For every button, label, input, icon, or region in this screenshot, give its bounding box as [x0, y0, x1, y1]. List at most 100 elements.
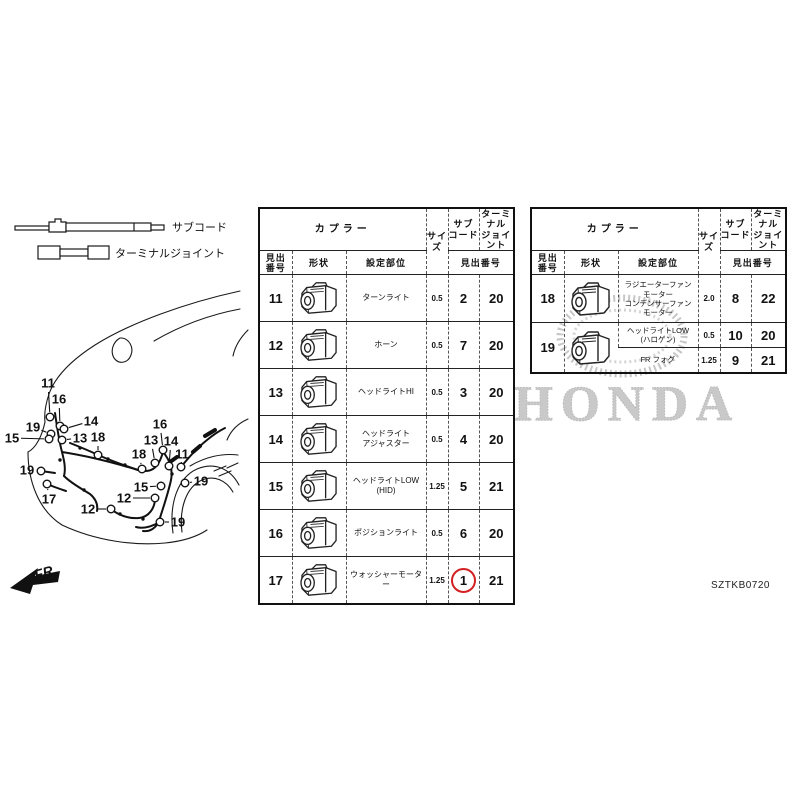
table-row: 16 ポジションライト 0.5 6 20 [259, 509, 515, 557]
connector-point [155, 517, 165, 527]
callout-leader-line [68, 423, 83, 429]
header-ref-no: 見出番号 [719, 250, 787, 275]
callout-number: 13 [144, 433, 158, 448]
connector-point [150, 458, 160, 468]
terminal-joint-no: 20 [478, 274, 515, 322]
header-sub-cord: サブ コード [447, 207, 480, 251]
header-location: 設定部位 [617, 250, 699, 275]
sub-cord-no: 4 [447, 415, 480, 463]
callout-leader-line [47, 391, 51, 413]
terminal-joint-no: 21 [750, 347, 787, 373]
terminal-joint-no: 21 [478, 556, 515, 604]
header-coupler: カプラー [531, 207, 699, 251]
part-name: ウォッシャーモーター [345, 556, 427, 604]
document-code: SZTKB0720 [711, 580, 770, 591]
index-no: 13 [259, 368, 292, 416]
part-name: ヘッドライトLOW (ハロゲン) [617, 322, 699, 348]
table-row: FR フォグ 1.25 9 21 [531, 347, 787, 373]
connector-point [156, 481, 166, 491]
sub-cord-label: サブコード [172, 220, 227, 234]
wire-size: 0.5 [697, 322, 721, 348]
part-name: ヘッドライトHI [345, 368, 427, 416]
header-size: サイズ [697, 207, 721, 275]
callout-leader-line [168, 449, 171, 462]
terminal-joint-no: 21 [478, 462, 515, 510]
part-name: ホーン [345, 321, 427, 369]
connector-icon [291, 368, 346, 416]
terminal-joint-no: 22 [750, 274, 787, 323]
sub-cord-no: 3 [447, 368, 480, 416]
sub-cord-no: 8 [719, 274, 752, 323]
fr-direction-arrow-icon: FR. [10, 561, 60, 594]
index-no: 19 [531, 322, 564, 373]
connector-icon [563, 322, 618, 373]
connector-point [158, 445, 168, 455]
table-row: 19 ヘッドライトLOW (ハロゲン) 0.5 10 20 [531, 322, 787, 373]
callout-number: 16 [52, 392, 66, 407]
terminal-joint-no: 20 [478, 321, 515, 369]
callout-number: 16 [153, 417, 167, 432]
table-row: 17 ウォッシャーモーター 1.25 1 21 [259, 556, 515, 604]
car-body-outline [27, 290, 249, 545]
wire-size: 0.5 [425, 509, 449, 557]
table-row: 11 ターンライト 0.5 2 20 [259, 274, 515, 322]
callout-leader-line [41, 429, 47, 433]
callout-number: 18 [132, 447, 146, 462]
connector-icon [291, 509, 346, 557]
connector-point [176, 462, 186, 472]
connector-icon [291, 274, 346, 322]
wire-size: 0.5 [425, 321, 449, 369]
index-no: 15 [259, 462, 292, 510]
connector-point [45, 412, 55, 422]
callout-number: 19 [26, 420, 40, 435]
part-name: ヘッドライト アジャスター [345, 415, 427, 463]
callout-leader-line [160, 432, 163, 446]
connector-point [57, 435, 67, 445]
connector-point [150, 493, 160, 503]
sub-cord-no-circled: 1 [447, 556, 480, 604]
terminal-joint-no: 20 [750, 322, 787, 348]
connector-icon [291, 462, 346, 510]
callout-number: 19 [171, 515, 185, 530]
header-location: 設定部位 [345, 250, 427, 275]
header-ref-no: 見出番号 [447, 250, 515, 275]
connector-point [106, 504, 116, 514]
honda-watermark: HONDA [513, 294, 733, 432]
connector-point [93, 450, 103, 460]
harness-junction-dots [58, 446, 174, 521]
sub-cord-no: 7 [447, 321, 480, 369]
index-no: 11 [259, 274, 292, 322]
callout-number: 14 [164, 434, 179, 449]
header-terminal-joint: ターミナル ジョイント [750, 207, 787, 251]
connector-point [42, 479, 52, 489]
callout-number: 13 [73, 431, 87, 446]
index-no: 12 [259, 321, 292, 369]
callout-number: 15 [5, 431, 19, 446]
part-name: ヘッドライトLOW (HID) [345, 462, 427, 510]
header-shape: 形状 [563, 250, 618, 275]
header-size: サイズ [425, 207, 449, 275]
callout-number: 14 [84, 414, 99, 429]
callout-number: 19 [194, 474, 208, 489]
sub-cord-no: 2 [447, 274, 480, 322]
sub-cord-legend-icon [14, 218, 165, 233]
part-name: ポジションライト [345, 509, 427, 557]
connector-point [180, 478, 190, 488]
connector-icon [563, 274, 618, 323]
connector-point [164, 461, 174, 471]
callout-number: 18 [91, 430, 105, 445]
table-row: 12 ホーン 0.5 7 20 [259, 321, 515, 369]
part-name: FR フォグ [618, 347, 699, 373]
connector-point [44, 434, 54, 444]
part-name: ラジエーターファン モーター コンデンサーファン モーター [617, 274, 699, 323]
terminal-joint-legend-icon [37, 245, 110, 260]
table-row: 15 ヘッドライトLOW (HID) 1.25 5 21 [259, 462, 515, 510]
header-index-no: 見出 番号 [259, 250, 292, 275]
red-circle-annotation: 1 [451, 567, 477, 593]
callout-number: 15 [134, 480, 148, 495]
wire-size: 0.5 [425, 368, 449, 416]
index-no: 18 [531, 274, 564, 323]
wire-size: 0.5 [425, 274, 449, 322]
index-no: 16 [259, 509, 292, 557]
